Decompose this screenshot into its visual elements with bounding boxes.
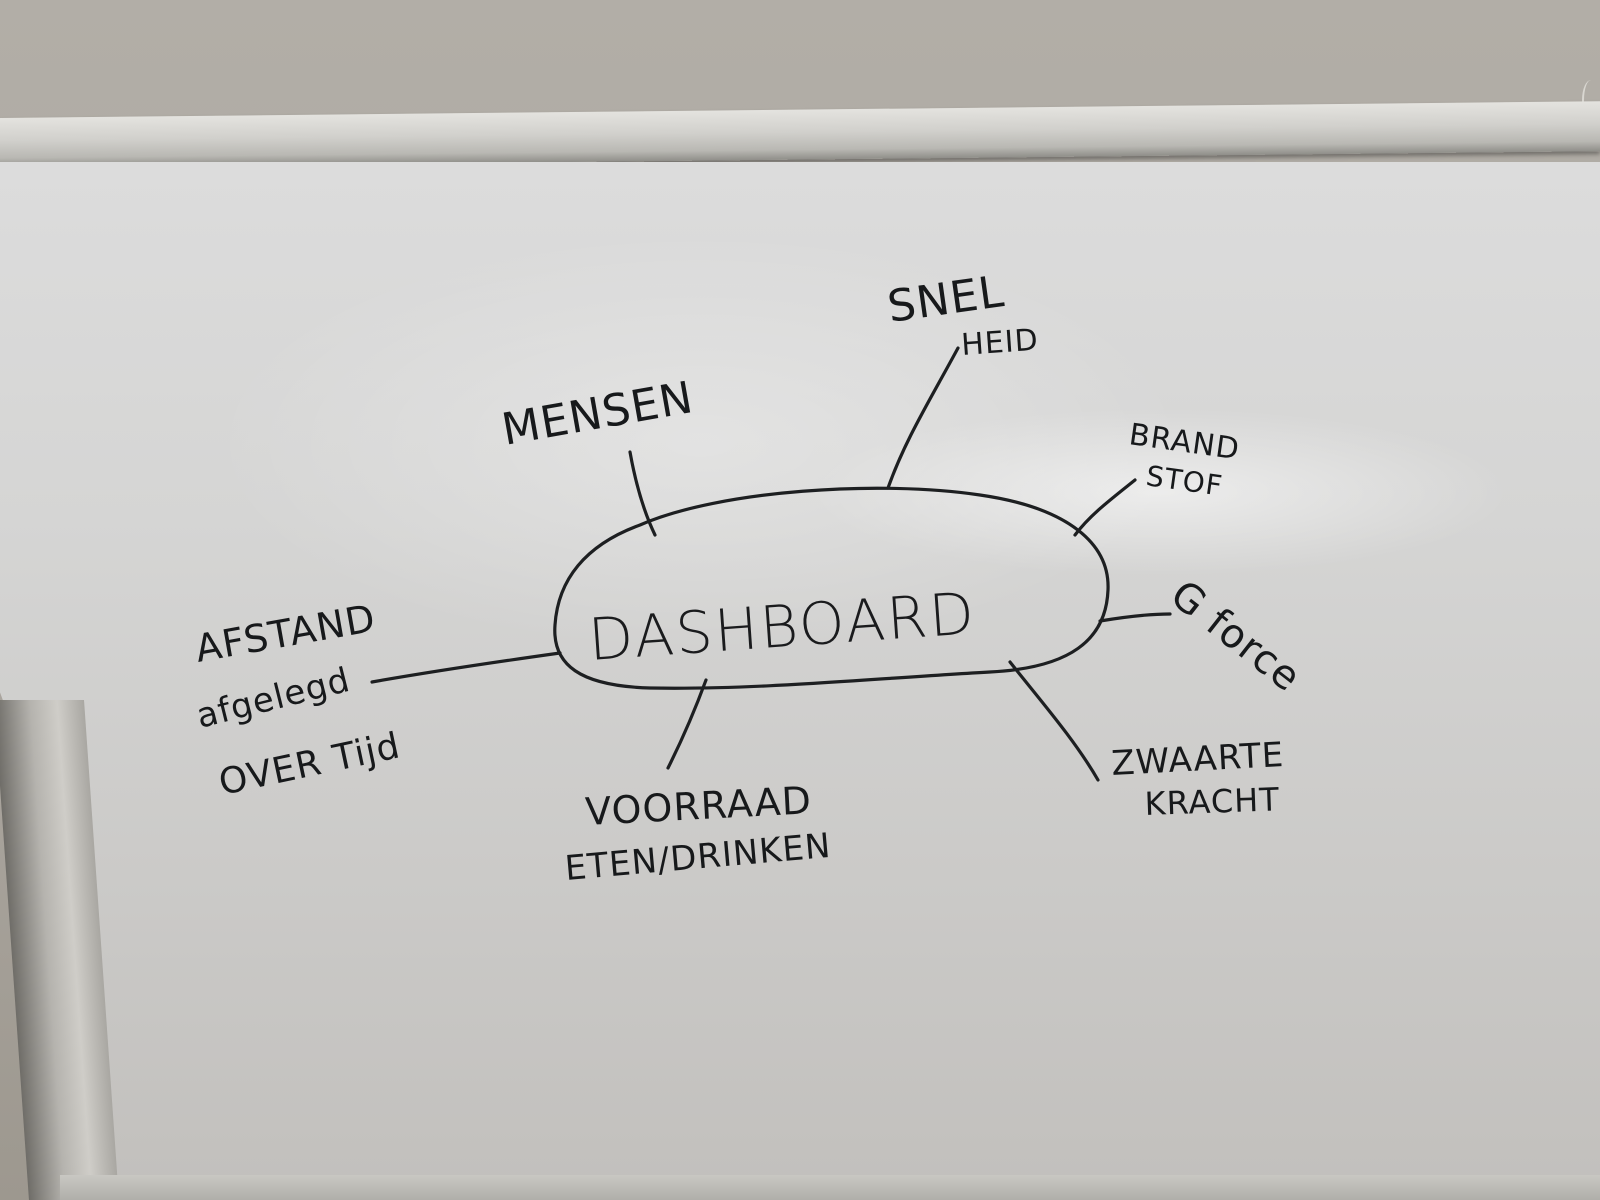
branch-label-brandstof-1: BRAND <box>1127 417 1242 467</box>
branch-line-afstand <box>370 651 562 684</box>
whiteboard-frame-bottom <box>60 1175 1600 1200</box>
branch-label-afstand-2: afgelegd <box>193 660 355 737</box>
branch-line-zwaartekracht <box>1008 660 1100 782</box>
branch-line-brandstof <box>1073 478 1137 537</box>
branch-label-zwaartekracht-2: KRACHT <box>1144 780 1280 823</box>
branch-label-afstand-3: OVER Tijd <box>215 725 404 803</box>
cable <box>1582 80 1600 120</box>
branch-line-snelheid <box>886 346 960 490</box>
branch-label-voorraad-2: ETEN/DRINKEN <box>563 826 833 889</box>
center-bubble <box>553 486 1110 690</box>
branch-label-zwaartekracht-1: ZWAARTE <box>1110 735 1285 784</box>
whiteboard-surface <box>0 162 1600 1182</box>
branch-label-snelheid-2: HEID <box>960 323 1040 363</box>
branch-label-mensen: MENSEN <box>498 372 697 456</box>
branch-line-voorraad <box>666 678 708 770</box>
branch-label-afstand-1: AFSTAND <box>192 596 379 671</box>
branch-line-g-force <box>1098 612 1172 623</box>
branch-label-g-force: G force <box>1162 572 1310 701</box>
center-label: DASHBOARD <box>586 579 978 674</box>
branch-line-mensen <box>628 450 657 537</box>
branch-label-voorraad-1: VOORRAAD <box>584 778 813 834</box>
branch-label-brandstof-2: STOF <box>1144 459 1225 502</box>
branch-label-snelheid-1: SNEL <box>884 266 1007 333</box>
